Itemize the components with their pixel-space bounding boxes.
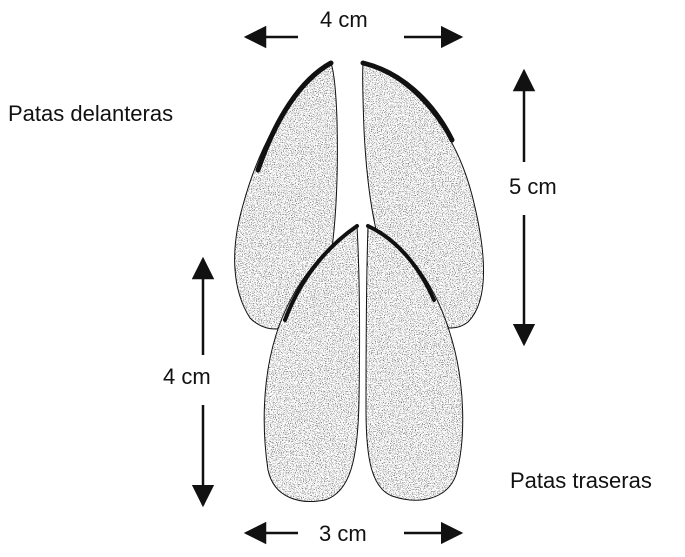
rear-width-dimension: 3 cm xyxy=(319,523,367,545)
rear-legs-label: Patas traseras xyxy=(510,470,652,492)
front-legs-label: Patas delanteras xyxy=(8,103,173,125)
front-width-dimension: 4 cm xyxy=(320,9,368,31)
front-length-dimension: 5 cm xyxy=(509,176,557,198)
rear-length-dimension: 4 cm xyxy=(163,366,211,388)
